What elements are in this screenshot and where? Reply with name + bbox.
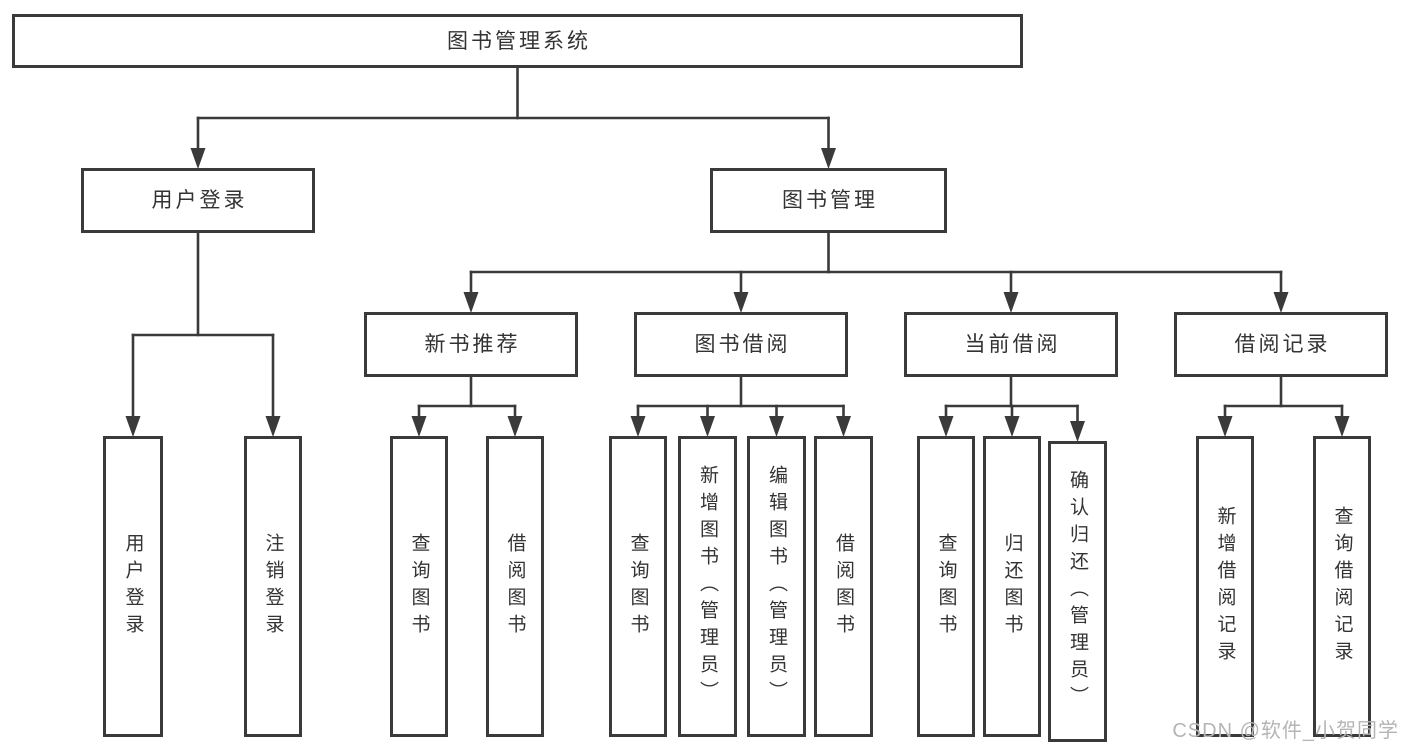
node-label: 编辑图书（管理员） <box>766 465 787 708</box>
node-return-book: 归还图书 <box>983 436 1041 737</box>
arrowhead <box>938 416 954 437</box>
watermark-text: CSDN @软件_小贺同学 <box>1172 720 1399 742</box>
node-system: 图书管理系统 <box>12 14 1023 68</box>
node-label: 用户登录 <box>151 189 248 212</box>
arrowhead <box>265 416 281 437</box>
arrowhead <box>1070 421 1085 442</box>
arrowhead <box>1217 416 1233 437</box>
node-user-login: 用户登录 <box>81 168 315 233</box>
arrowhead <box>821 148 836 169</box>
node-label: 图书借阅 <box>694 333 791 356</box>
node-label: 查询图书 <box>935 532 957 641</box>
node-label: 借阅记录 <box>1234 333 1331 356</box>
node-label: 借阅图书 <box>833 532 854 641</box>
node-book-borrow: 图书借阅 <box>634 312 848 377</box>
node-add-record: 新增借阅记录 <box>1196 436 1254 737</box>
node-query-book-3: 查询图书 <box>917 436 975 737</box>
arrowhead <box>1003 292 1019 313</box>
node-label: 归还图书 <box>1001 532 1023 641</box>
node-label: 查询图书 <box>627 532 649 641</box>
node-label: 图书管理系统 <box>447 29 591 53</box>
node-confirm-return: 确认归还（管理员） <box>1048 441 1107 742</box>
node-query-record: 查询借阅记录 <box>1313 436 1371 737</box>
arrowhead <box>1004 416 1020 437</box>
arrowhead <box>507 416 523 437</box>
node-add-book: 新增图书（管理员） <box>678 436 737 737</box>
arrowhead <box>411 416 427 437</box>
node-query-book-2: 查询图书 <box>609 436 667 737</box>
node-borrow-records: 借阅记录 <box>1174 312 1388 377</box>
node-borrow-book-1: 借阅图书 <box>486 436 544 737</box>
node-new-book-rec: 新书推荐 <box>364 312 578 377</box>
node-label: 借阅图书 <box>504 532 526 641</box>
arrowhead <box>733 292 749 313</box>
node-label: 图书管理 <box>782 189 878 212</box>
node-label: 查询图书 <box>408 532 430 641</box>
arrowhead <box>190 148 206 169</box>
arrowhead <box>125 416 141 437</box>
arrowhead <box>769 416 784 437</box>
arrowhead <box>1273 292 1289 313</box>
arrowhead <box>1334 416 1350 437</box>
node-label: 注销登录 <box>262 532 284 641</box>
node-login: 用户登录 <box>103 436 163 737</box>
node-book-mgmt: 图书管理 <box>710 168 947 233</box>
node-logout: 注销登录 <box>244 436 302 737</box>
node-label: 查询借阅记录 <box>1331 505 1353 668</box>
node-current-borrow: 当前借阅 <box>904 312 1118 377</box>
node-edit-book: 编辑图书（管理员） <box>747 436 806 737</box>
arrowhead <box>630 416 646 437</box>
node-label: 当前借阅 <box>964 333 1061 356</box>
node-label: 新书推荐 <box>424 333 521 356</box>
node-label: 确认归还（管理员） <box>1067 470 1088 713</box>
node-label: 新增借阅记录 <box>1214 505 1236 668</box>
node-query-book-1: 查询图书 <box>390 436 448 737</box>
node-label: 新增图书（管理员） <box>697 465 718 708</box>
arrowhead <box>700 416 715 437</box>
arrowhead <box>836 416 851 437</box>
node-borrow-book-2: 借阅图书 <box>814 436 873 737</box>
arrowhead <box>463 292 479 313</box>
node-label: 用户登录 <box>122 532 144 641</box>
